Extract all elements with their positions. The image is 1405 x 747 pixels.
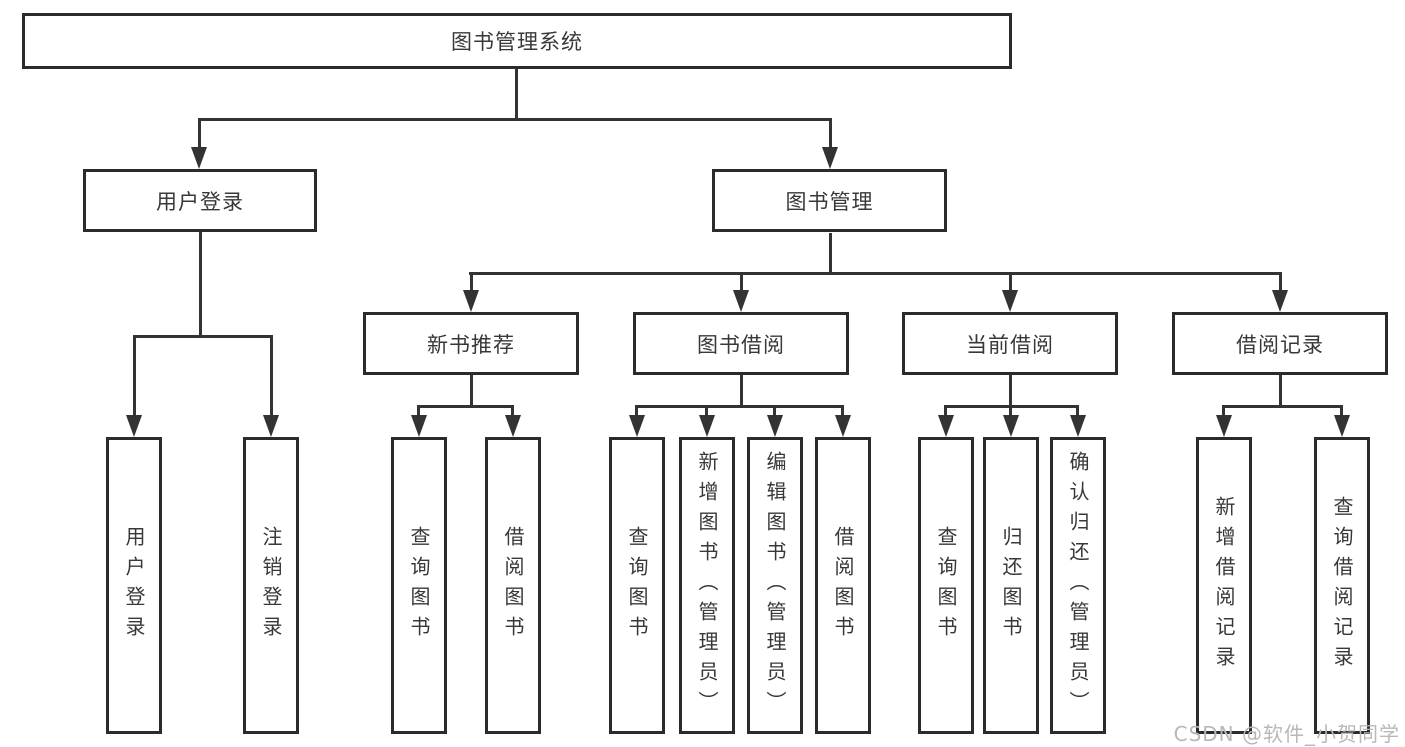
node-book-borrowing: 图书借阅 [633,312,849,375]
arrowhead-down [1216,415,1232,437]
leaf-borrow-books-recommend: 借阅图书 [485,437,541,734]
connector-line-v [1076,405,1079,417]
node-label: 查询图书 [934,525,958,646]
connector-line-v [199,232,202,335]
leaf-logout: 注销登录 [243,437,299,734]
arrowhead-down [463,290,479,312]
node-label: 用户登录 [122,525,146,646]
connector-line-v [511,405,514,417]
node-label: 查询图书 [625,525,649,646]
arrowhead-down [822,147,838,169]
leaf-add-book-admin: 新增图书（管理员） [679,437,735,734]
node-label: 新增图书（管理员） [695,450,719,721]
node-label: 查询图书 [407,525,431,646]
arrowhead-down [767,415,783,437]
node-current-borrowing: 当前借阅 [902,312,1118,375]
connector-line-v [740,375,743,405]
leaf-query-borrow-record: 查询借阅记录 [1314,437,1370,734]
arrowhead-down [505,415,521,437]
connector-line-v [417,405,420,417]
connector-line-v [1009,272,1012,292]
node-label: 用户登录 [156,189,244,214]
arrowhead-down [1334,415,1350,437]
connector-line-v [829,233,832,272]
connector-line-v [1222,405,1225,417]
connector-line-v [1340,405,1343,417]
leaf-query-books-borrowing: 查询图书 [609,437,665,734]
connector-line-h [417,405,514,408]
arrowhead-down [1070,415,1086,437]
node-new-book-recommend: 新书推荐 [363,312,579,375]
connector-line-v [1009,375,1012,405]
node-label: 新增借阅记录 [1212,495,1236,676]
arrowhead-down [1002,290,1018,312]
connector-line-h [198,118,832,121]
arrowhead-down [835,415,851,437]
connector-line-h [1222,405,1343,408]
arrowhead-down [1272,290,1288,312]
arrowhead-down [699,415,715,437]
arrowhead-down [629,415,645,437]
connector-line-v [740,272,743,292]
node-label: 确认归还（管理员） [1066,450,1090,721]
arrowhead-down [126,415,142,437]
arrowhead-down [263,415,279,437]
node-label: 借阅记录 [1236,332,1324,357]
node-book-management: 图书管理 [712,169,947,232]
connector-line-v [705,405,708,417]
connector-line-v [944,405,947,417]
connector-line-v [470,375,473,405]
connector-line-v [198,118,201,150]
node-label: 借阅图书 [501,525,525,646]
arrowhead-down [733,290,749,312]
connector-line-h [635,405,844,408]
connector-line-v [470,272,473,292]
node-label: 当前借阅 [966,332,1054,357]
node-label: 图书管理 [785,189,874,214]
connector-line-v [1279,272,1282,292]
arrowhead-down [1003,415,1019,437]
watermark-text: CSDN @软件_小贺同学 [1173,722,1400,746]
connector-line-v [1279,375,1282,405]
arrowhead-down [938,415,954,437]
node-label: 编辑图书（管理员） [763,450,787,721]
node-borrowing-records: 借阅记录 [1172,312,1388,375]
connector-line-v [841,405,844,417]
node-user-login: 用户登录 [83,169,317,232]
node-label: 查询借阅记录 [1330,495,1354,676]
arrowhead-down [411,415,427,437]
leaf-query-books-current: 查询图书 [918,437,974,734]
node-label: 新书推荐 [427,332,515,357]
node-root: 图书管理系统 [22,13,1012,69]
node-label: 图书管理系统 [451,30,583,54]
node-label: 图书借阅 [697,332,785,357]
node-label: 归还图书 [999,525,1023,646]
leaf-query-books-recommend: 查询图书 [391,437,447,734]
leaf-user-login: 用户登录 [106,437,162,734]
connector-line-v [635,405,638,417]
leaf-confirm-return-admin: 确认归还（管理员） [1050,437,1106,734]
connector-line-v [270,335,273,415]
connector-line-v [829,118,832,150]
connector-line-h [469,272,1282,275]
leaf-add-borrow-record: 新增借阅记录 [1196,437,1252,734]
connector-line-v [773,405,776,417]
leaf-borrow-books-borrowing: 借阅图书 [815,437,871,734]
connector-line-h [133,335,273,338]
node-label: 注销登录 [259,525,283,646]
leaf-return-book: 归还图书 [983,437,1039,734]
node-label: 借阅图书 [831,525,855,646]
leaf-edit-book-admin: 编辑图书（管理员） [747,437,803,734]
connector-line-v [1009,405,1012,417]
connector-line-v [515,69,518,118]
connector-line-v [133,335,136,415]
arrowhead-down [191,147,207,169]
